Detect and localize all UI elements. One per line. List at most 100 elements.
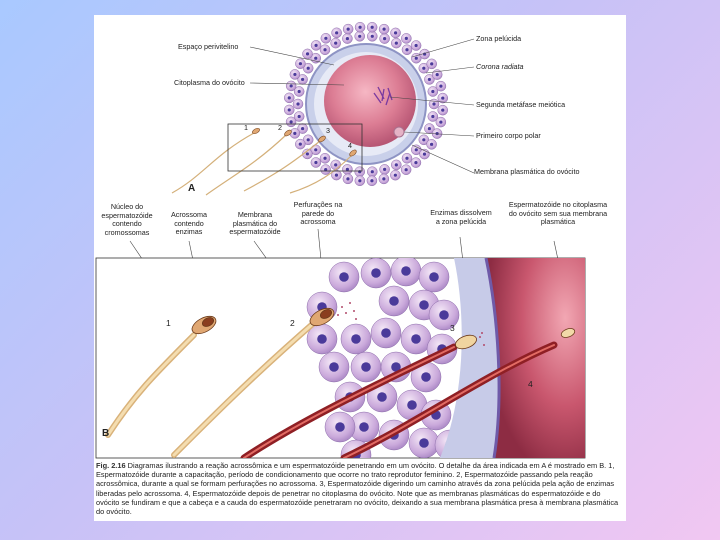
corona-cell [320, 164, 331, 175]
label-zona-pelucida: Zona pelúcida [476, 34, 521, 43]
fertilization-figure: 1 2 3 4 A Espaço perivitelino Citoplasma… [95, 21, 607, 459]
corona-cell [354, 175, 366, 187]
label-acrossoma: Acrossoma contendo enzimas [171, 211, 207, 237]
label-nucleo-wrap: Núcleo do espermatozóide contendo cromos… [101, 203, 153, 237]
sperm-b-number-4: 4 [528, 379, 533, 389]
corona-cell [342, 164, 353, 175]
label-membrana-esperm-wrap: Membrana plasmática do espermatozóide [229, 211, 281, 237]
corona-cell [367, 166, 378, 177]
corona-cell [379, 33, 390, 44]
corona-cell [428, 98, 440, 110]
corona-cell [354, 166, 365, 177]
sperm-b-number-1: 1 [166, 318, 171, 328]
label-corona-radiata: Corona radiata [476, 62, 524, 71]
corona-cell [366, 21, 378, 33]
corona-cell [390, 169, 401, 181]
corona-cell [295, 138, 306, 150]
corona-cell [319, 153, 331, 164]
label-primeiro-corpo-polar: Primeiro corpo polar [476, 131, 541, 140]
corona-cell [330, 37, 341, 49]
oocyte-membrane [484, 258, 501, 458]
corona-cell [379, 164, 390, 175]
corona-cell [435, 116, 447, 128]
primeiro-corpo-polar [393, 126, 405, 138]
label-membrana-plasmatica-wrap: Membrana plasmática do ovócito [474, 168, 580, 176]
corona-cell [418, 62, 430, 74]
follicle-cell [350, 351, 382, 383]
corona-cell [293, 86, 305, 97]
corona-cell [400, 164, 412, 175]
follicle-cell [378, 285, 410, 317]
leader-lines-a [249, 38, 475, 174]
corona-cell [297, 123, 308, 134]
corona-cell [391, 37, 402, 49]
sperm-heads-b [191, 307, 576, 350]
follicle-cell [360, 258, 392, 289]
corona-cell [342, 173, 354, 185]
corona-cell [435, 80, 447, 92]
corona-cell [411, 144, 422, 156]
corona-cell [310, 157, 322, 168]
sperm-a-number-3: 3 [326, 126, 330, 135]
sperm-a-number-2: 2 [278, 123, 282, 132]
label-citoplasma: Citoplasma do ovócito [174, 78, 245, 87]
corona-cell [302, 48, 313, 60]
corona-cell [285, 116, 297, 128]
corona-cell [302, 62, 314, 74]
corona-cell [411, 52, 422, 64]
label-enzimas-wrap: Enzimas dissolvem a zona pelúcida [430, 209, 492, 226]
corona-cell [424, 74, 435, 85]
sperm-b-number-3: 3 [450, 323, 455, 333]
label-nucleo: Núcleo do espermatozóide contendo cromos… [101, 203, 153, 237]
corona-cell [391, 159, 402, 171]
corona-cell [410, 40, 422, 51]
follicle-cell [318, 351, 350, 383]
textbook-page: 1 2 3 4 A Espaço perivitelino Citoplasma… [94, 15, 626, 521]
corona-cell [366, 175, 378, 187]
follicle-cell [408, 427, 440, 458]
corona-cell [292, 98, 304, 110]
corona-cell [297, 74, 308, 85]
corona-cell [390, 27, 401, 39]
label-enzimas: Enzimas dissolvem a zona pelúcida [430, 209, 492, 226]
corona-cell [426, 58, 437, 70]
corona-cell [293, 111, 305, 122]
corona-cell [410, 157, 422, 168]
follicle-cell [418, 261, 450, 293]
corona-cell [437, 92, 449, 104]
sperm-tails-b [105, 318, 558, 458]
corona-cell [367, 31, 378, 42]
corona-cell [437, 104, 449, 116]
corona-cell [342, 23, 354, 35]
corona-cell [295, 58, 306, 69]
follicle-cell [400, 323, 432, 355]
follicle-cell [340, 323, 372, 355]
corona-cell [354, 31, 365, 42]
corona-cell [319, 44, 331, 55]
panel-a-letter: A [188, 183, 195, 194]
metaphase-chromosomes [373, 86, 393, 106]
corona-cell [418, 134, 430, 146]
sperm-a-number-4: 4 [348, 141, 352, 150]
sperms-panel-a [171, 132, 353, 196]
label-membrana-esperm: Membrana plasmática do espermatozóide [229, 211, 281, 237]
sperm-b-number-2: 2 [290, 318, 295, 328]
follicle-cell [396, 389, 428, 421]
label-membrana-plasmatica: Membrana plasmática do ovócito [474, 168, 580, 176]
follicle-cell [348, 411, 380, 443]
corona-cell [427, 111, 439, 122]
corona-cell [289, 128, 301, 139]
oocyte-cytoplasm [486, 258, 585, 458]
corona-cell [283, 92, 295, 104]
panel-a: 1 2 3 4 A Espaço perivitelino Citoplasma… [171, 21, 580, 196]
label-esperm-citoplasma-wrap: Espermatozóide no citoplasma do ovócito … [509, 201, 607, 226]
enzyme-dots [337, 302, 485, 346]
sperm-a-number-1: 1 [244, 123, 248, 132]
corona-cell [401, 33, 412, 44]
caption-text: Diagramas ilustrando a reação acrossômic… [96, 461, 619, 517]
corona-cell [401, 153, 413, 164]
corona-cell [331, 27, 342, 39]
caption-fig-label: Fig. 2.16 [96, 461, 126, 470]
corona-cell [426, 139, 437, 150]
corona-cell [342, 33, 353, 44]
